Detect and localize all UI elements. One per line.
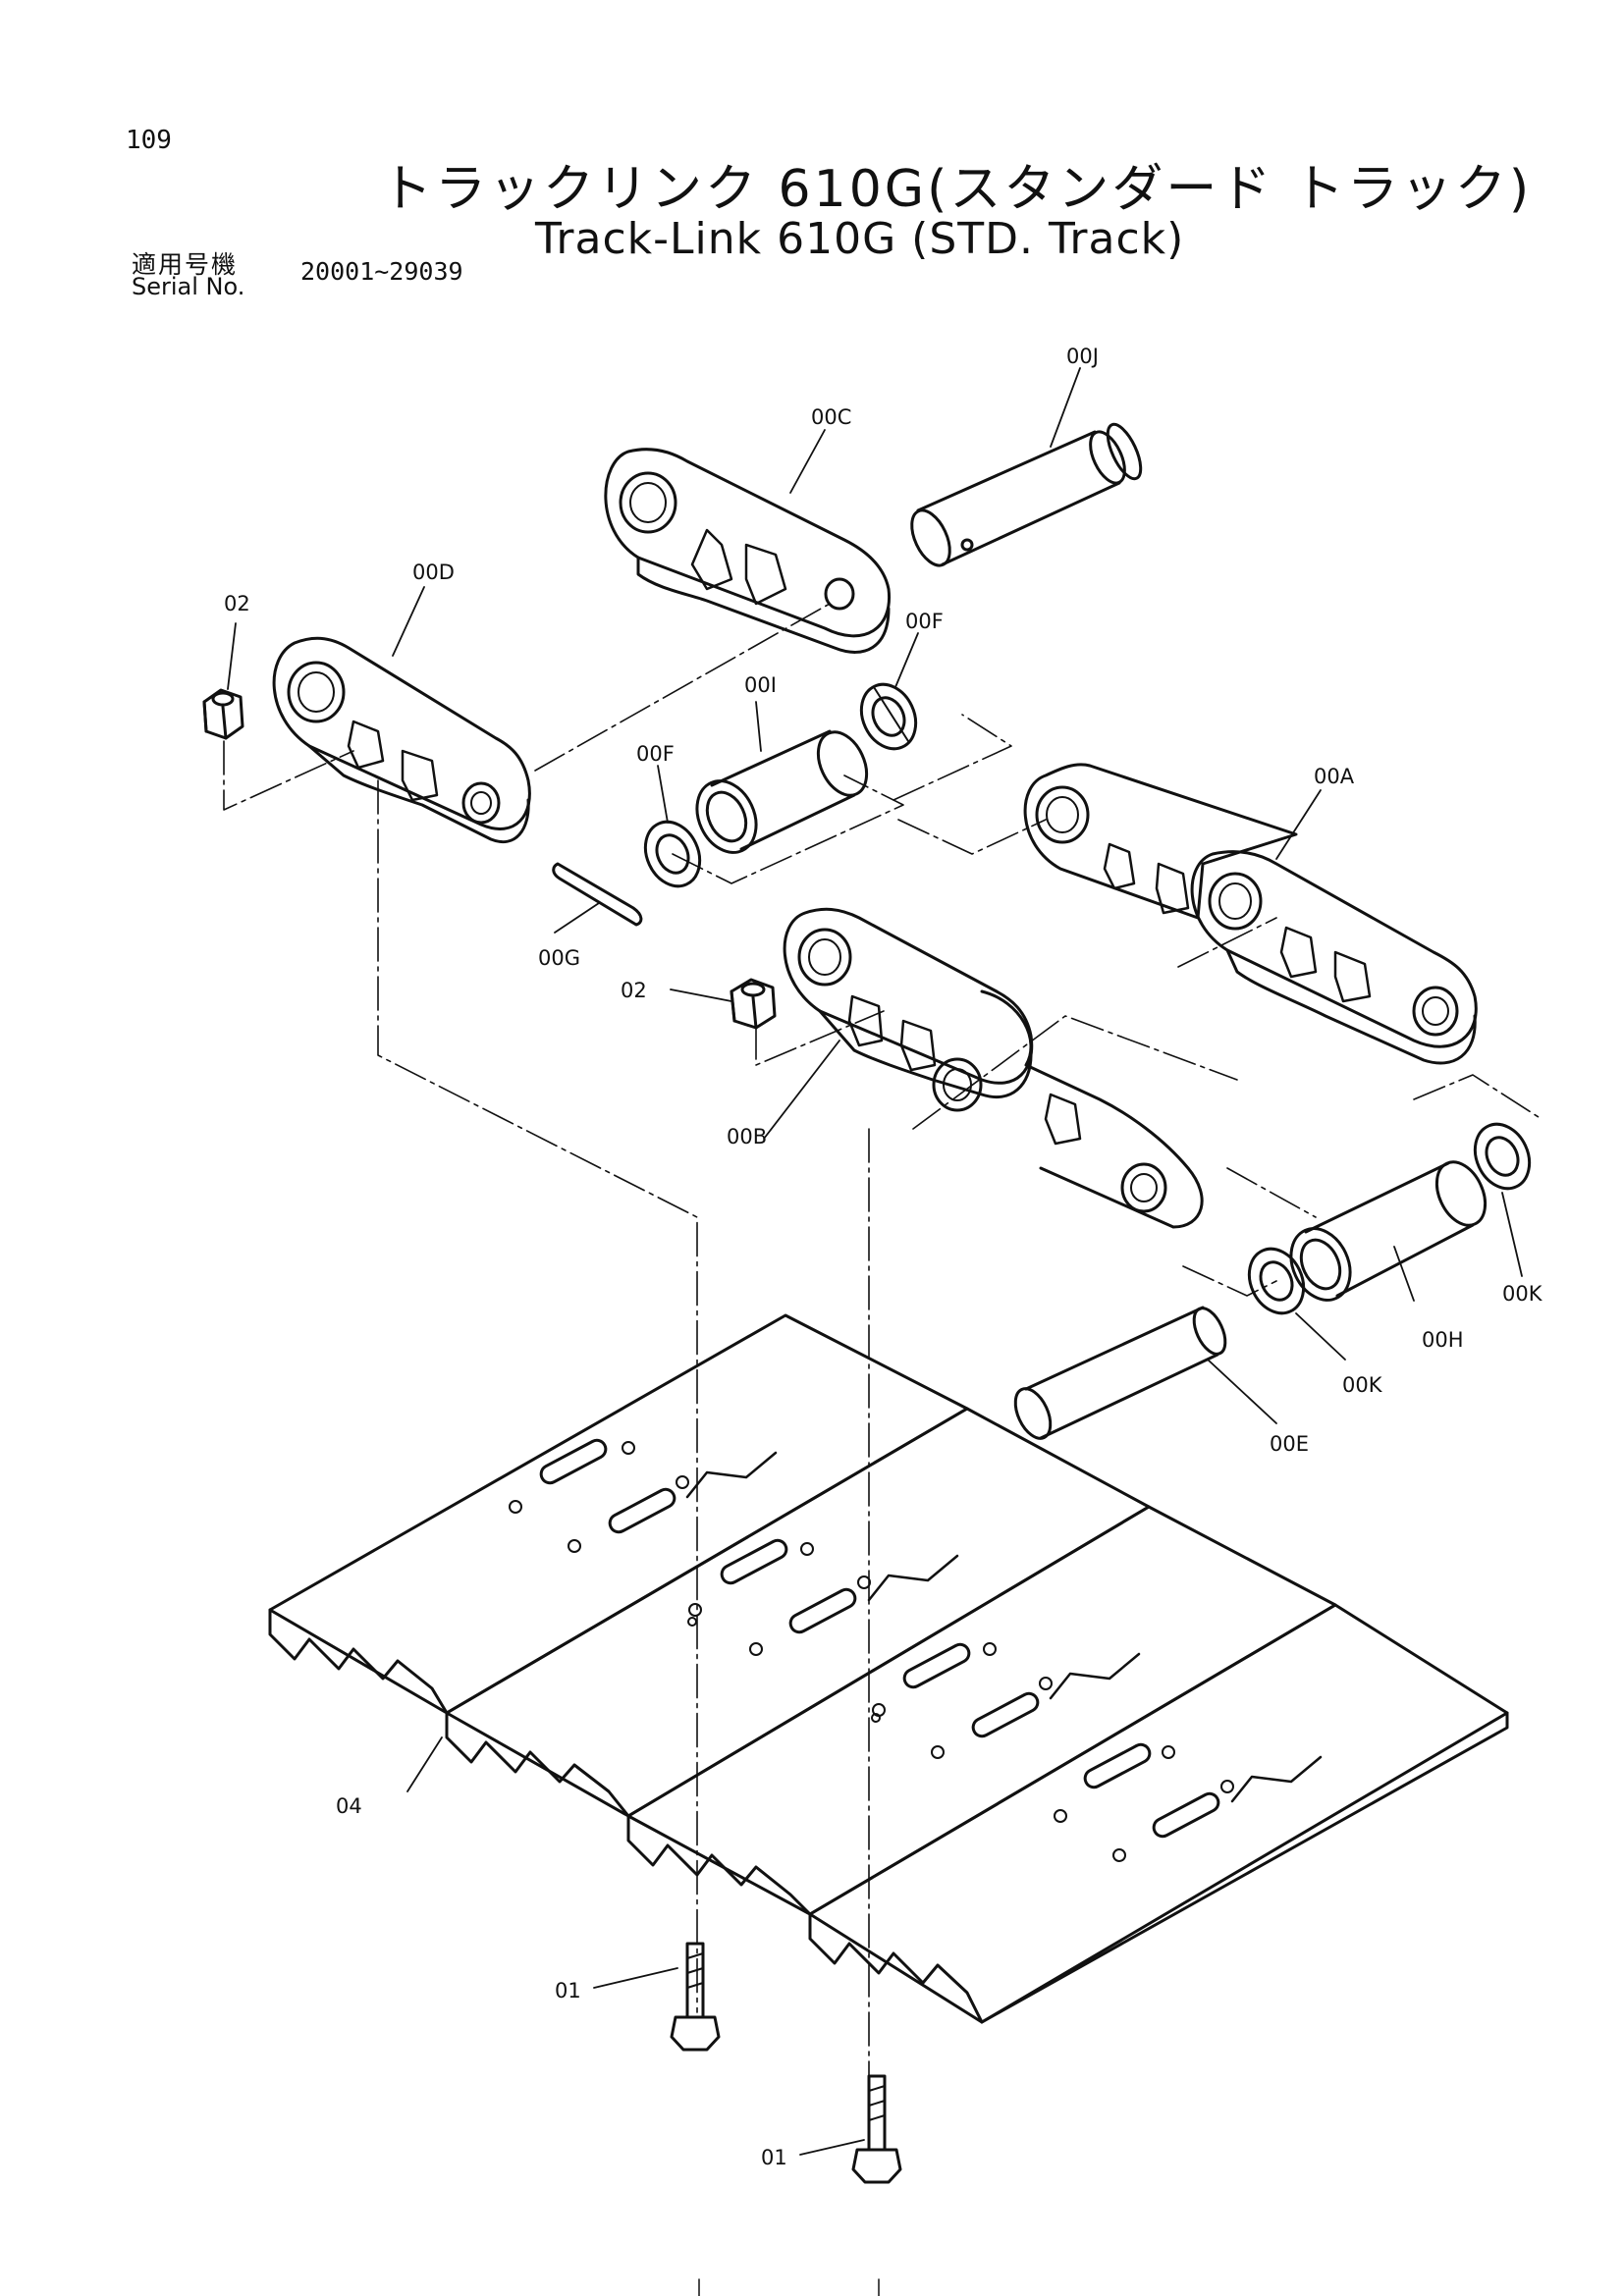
page-title-english: Track-Link 610G (STD. Track) xyxy=(535,214,1185,264)
serial-label-japanese: 適用号機 xyxy=(132,250,239,279)
spring-pin-00g xyxy=(552,862,643,927)
page-number: 109 xyxy=(126,126,172,155)
bushing-00h xyxy=(1289,1160,1488,1302)
page-title-japanese: トラックリンク 610G(スタンダード トラック) xyxy=(381,160,1533,219)
scan-artifacts xyxy=(698,2278,880,2296)
callout-00h: 00H xyxy=(1422,1328,1464,1352)
callout-00e: 00E xyxy=(1270,1432,1309,1456)
nut-02-lower xyxy=(730,978,777,1030)
callout-00a: 00A xyxy=(1314,765,1355,788)
leader-lines xyxy=(227,367,1523,2156)
pin-00j xyxy=(910,422,1143,567)
seal-00f-left xyxy=(643,820,702,888)
callout-00b: 00B xyxy=(727,1125,767,1148)
track-link-00c xyxy=(604,448,892,654)
callout-00k-right: 00K xyxy=(1502,1282,1543,1306)
serial-label-english: Serial No. xyxy=(132,273,245,300)
callout-00j: 00J xyxy=(1066,345,1099,368)
bushing-00i xyxy=(695,729,869,854)
track-link-00a xyxy=(1023,763,1478,1065)
callout-02-upper: 02 xyxy=(224,592,250,615)
track-link-00d xyxy=(272,636,531,844)
callout-00k-mid: 00K xyxy=(1342,1373,1383,1397)
callout-02-lower: 02 xyxy=(621,979,647,1002)
pin-00e xyxy=(1013,1306,1227,1440)
callout-04: 04 xyxy=(336,1794,362,1818)
callout-01-right: 01 xyxy=(761,2146,787,2169)
callout-00c: 00C xyxy=(811,405,851,429)
callout-00f-left: 00F xyxy=(636,742,675,766)
callout-labels: 00J 00C 00D 02 00F 00I 00F 00A 00G 02 00… xyxy=(224,345,1543,2169)
callout-00g: 00G xyxy=(538,946,580,970)
callout-01-left: 01 xyxy=(555,1979,581,2002)
bolt-01-right xyxy=(851,2074,902,2184)
nut-02-upper xyxy=(202,688,244,740)
bolt-01-left xyxy=(670,1942,721,2052)
seal-00k-right xyxy=(1473,1122,1532,1191)
callout-00d: 00D xyxy=(412,561,455,584)
track-shoes-04 xyxy=(268,1313,1509,2024)
track-link-00b xyxy=(783,907,1204,1229)
callout-00f-right: 00F xyxy=(905,610,944,633)
callout-00i: 00I xyxy=(744,673,777,697)
seal-00f-right xyxy=(859,682,918,751)
serial-range: 20001~29039 xyxy=(300,257,463,286)
assembly-lines xyxy=(223,603,1542,2151)
